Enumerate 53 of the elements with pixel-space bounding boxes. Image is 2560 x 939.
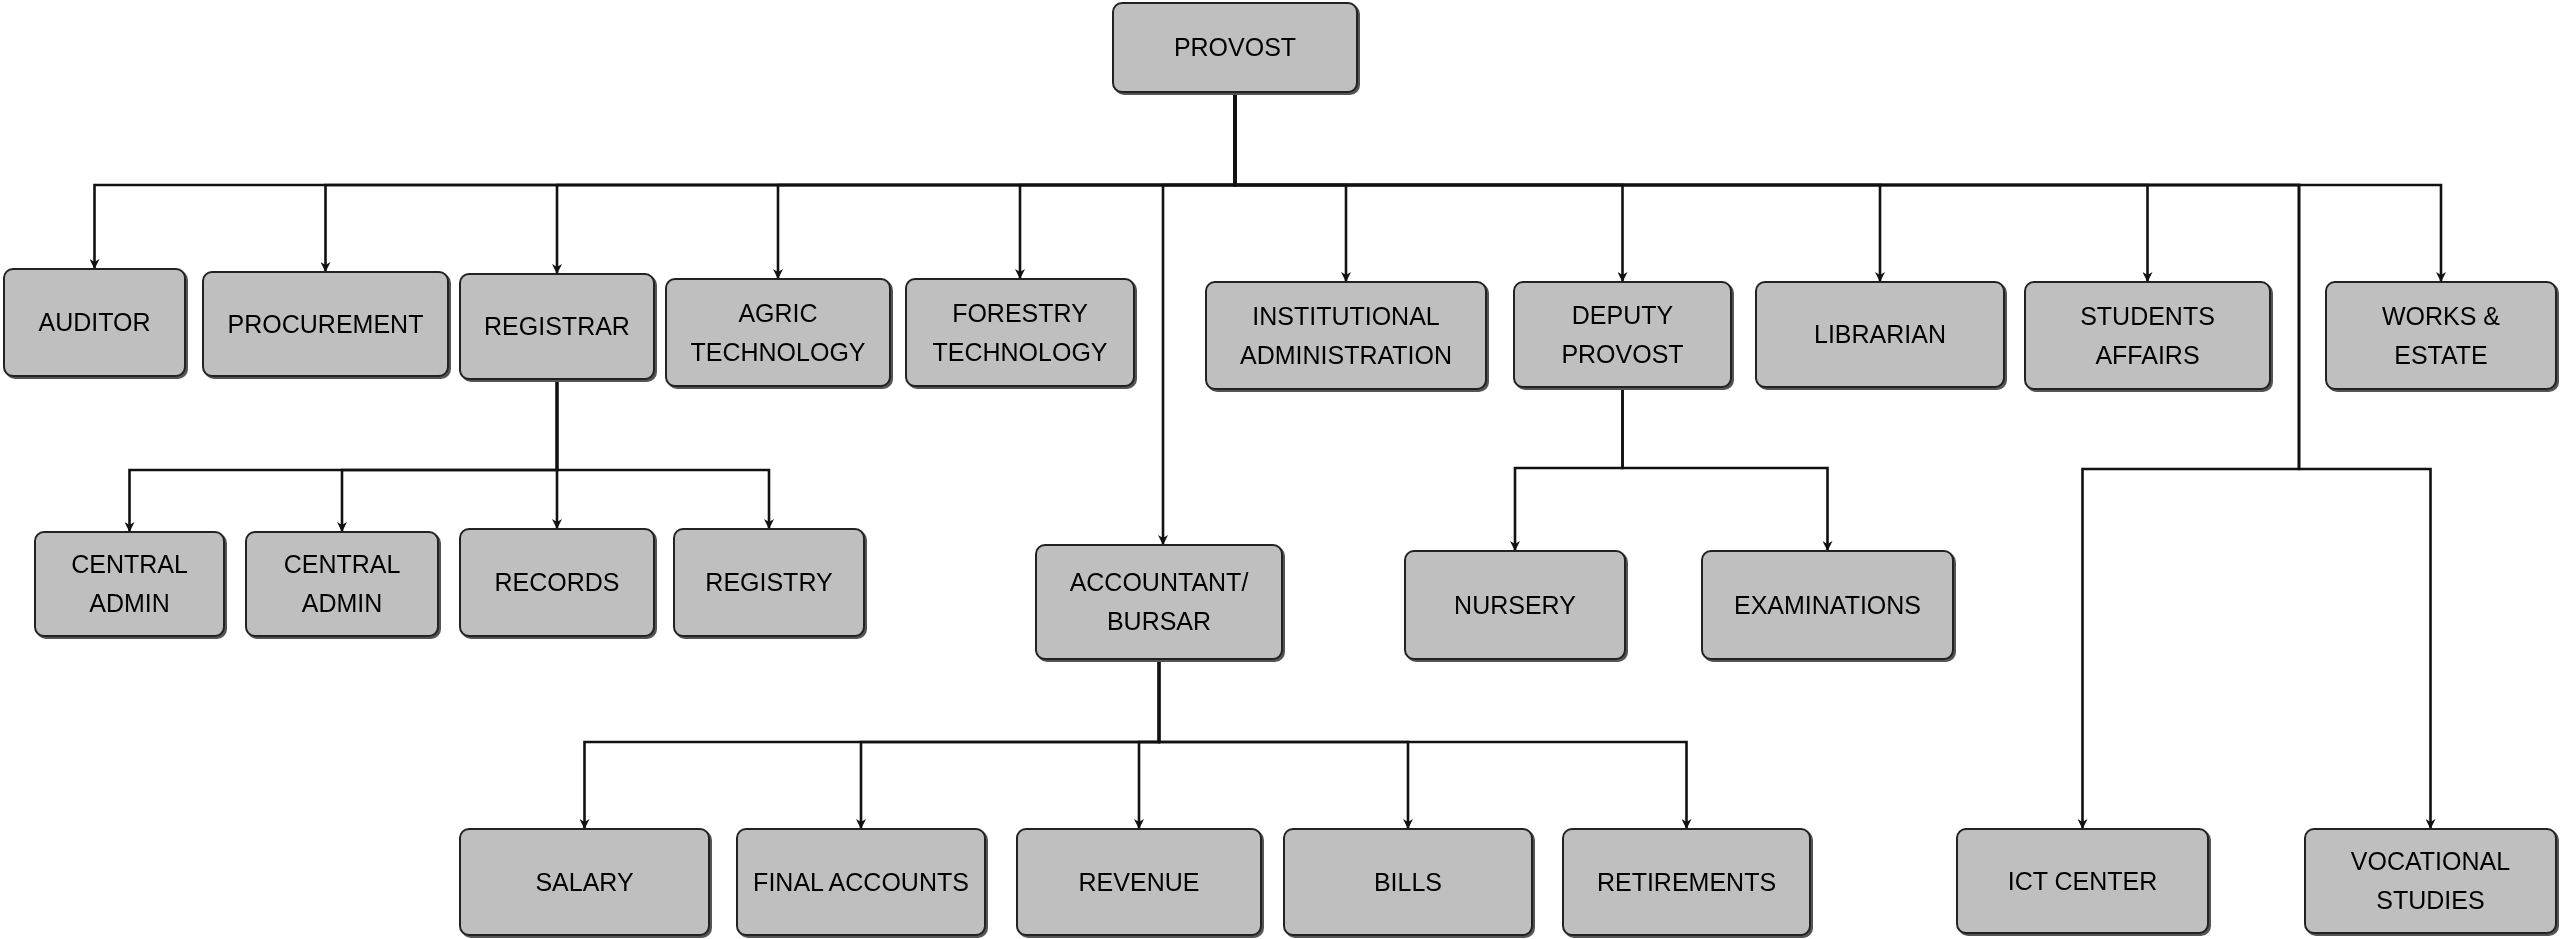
org-unit-box	[245, 531, 439, 637]
org-unit-box	[1205, 281, 1487, 390]
org-unit-box	[736, 828, 986, 936]
org-unit-box	[1513, 281, 1732, 388]
unit-name: REGISTRY	[705, 567, 833, 599]
unit-name: AGRIC TECHNOLOGY	[689, 297, 867, 368]
org-unit-box	[34, 531, 225, 637]
unit-name: WORKS & ESTATE	[2380, 300, 2502, 371]
unit-name: DEPUTY PROVOST	[1560, 299, 1685, 370]
unit-name: SALARY	[535, 866, 634, 898]
unit-name: LIBRARIAN	[1814, 319, 1946, 351]
connector-arrow	[1621, 388, 1833, 551]
unit-name: CENTRAL ADMIN	[70, 549, 189, 619]
unit-name: AUDITOR	[38, 307, 151, 339]
org-unit-box	[1755, 281, 2005, 388]
org-unit-box	[1956, 828, 2209, 934]
unit-name: REGISTRAR	[484, 311, 630, 343]
org-unit-box	[1112, 2, 1358, 93]
unit-name: EXAMINATIONS	[1733, 589, 1922, 621]
unit-name: ACCOUNTANT/ BURSAR	[1068, 567, 1250, 637]
org-unit-box	[2304, 828, 2557, 934]
org-unit-box	[1016, 828, 1262, 936]
connector-arrow	[1157, 660, 1692, 829]
org-unit-box	[459, 273, 655, 380]
unit-name: INSTITUTIONAL ADMINISTRATION	[1238, 300, 1453, 371]
unit-name: ICT CENTER	[2007, 865, 2158, 897]
org-unit-box	[1035, 544, 1283, 660]
unit-name: NURSERY	[1454, 589, 1576, 621]
unit-name: RECORDS	[494, 567, 620, 599]
unit-name: RETIREMENTS	[1596, 866, 1777, 898]
org-unit-box	[459, 528, 655, 637]
org-unit-box	[459, 828, 710, 936]
unit-name: REVENUE	[1078, 866, 1200, 898]
org-unit-box	[1701, 550, 1954, 660]
org-unit-box	[673, 528, 865, 637]
org-unit-box	[665, 278, 891, 387]
org-unit-box	[2024, 281, 2271, 390]
unit-name: PROVOST	[1173, 32, 1297, 64]
unit-name: BILLS	[1373, 866, 1443, 898]
org-unit-box	[1283, 828, 1533, 936]
unit-name: PROCUREMENT	[227, 308, 424, 340]
org-unit-box	[202, 271, 449, 377]
org-unit-box	[2325, 281, 2557, 390]
connector-arrow	[555, 380, 774, 529]
unit-name: CENTRAL ADMIN	[282, 549, 402, 619]
unit-name: FORESTRY TECHNOLOGY	[931, 297, 1109, 368]
unit-name: VOCATIONAL STUDIES	[2349, 846, 2512, 916]
org-unit-box	[1562, 828, 1811, 936]
unit-name: FINAL ACCOUNTS	[753, 866, 969, 898]
org-unit-box	[905, 278, 1135, 387]
org-unit-box	[1404, 550, 1626, 660]
org-unit-box	[3, 268, 186, 377]
unit-name: STUDENTS AFFAIRS	[2079, 300, 2216, 371]
